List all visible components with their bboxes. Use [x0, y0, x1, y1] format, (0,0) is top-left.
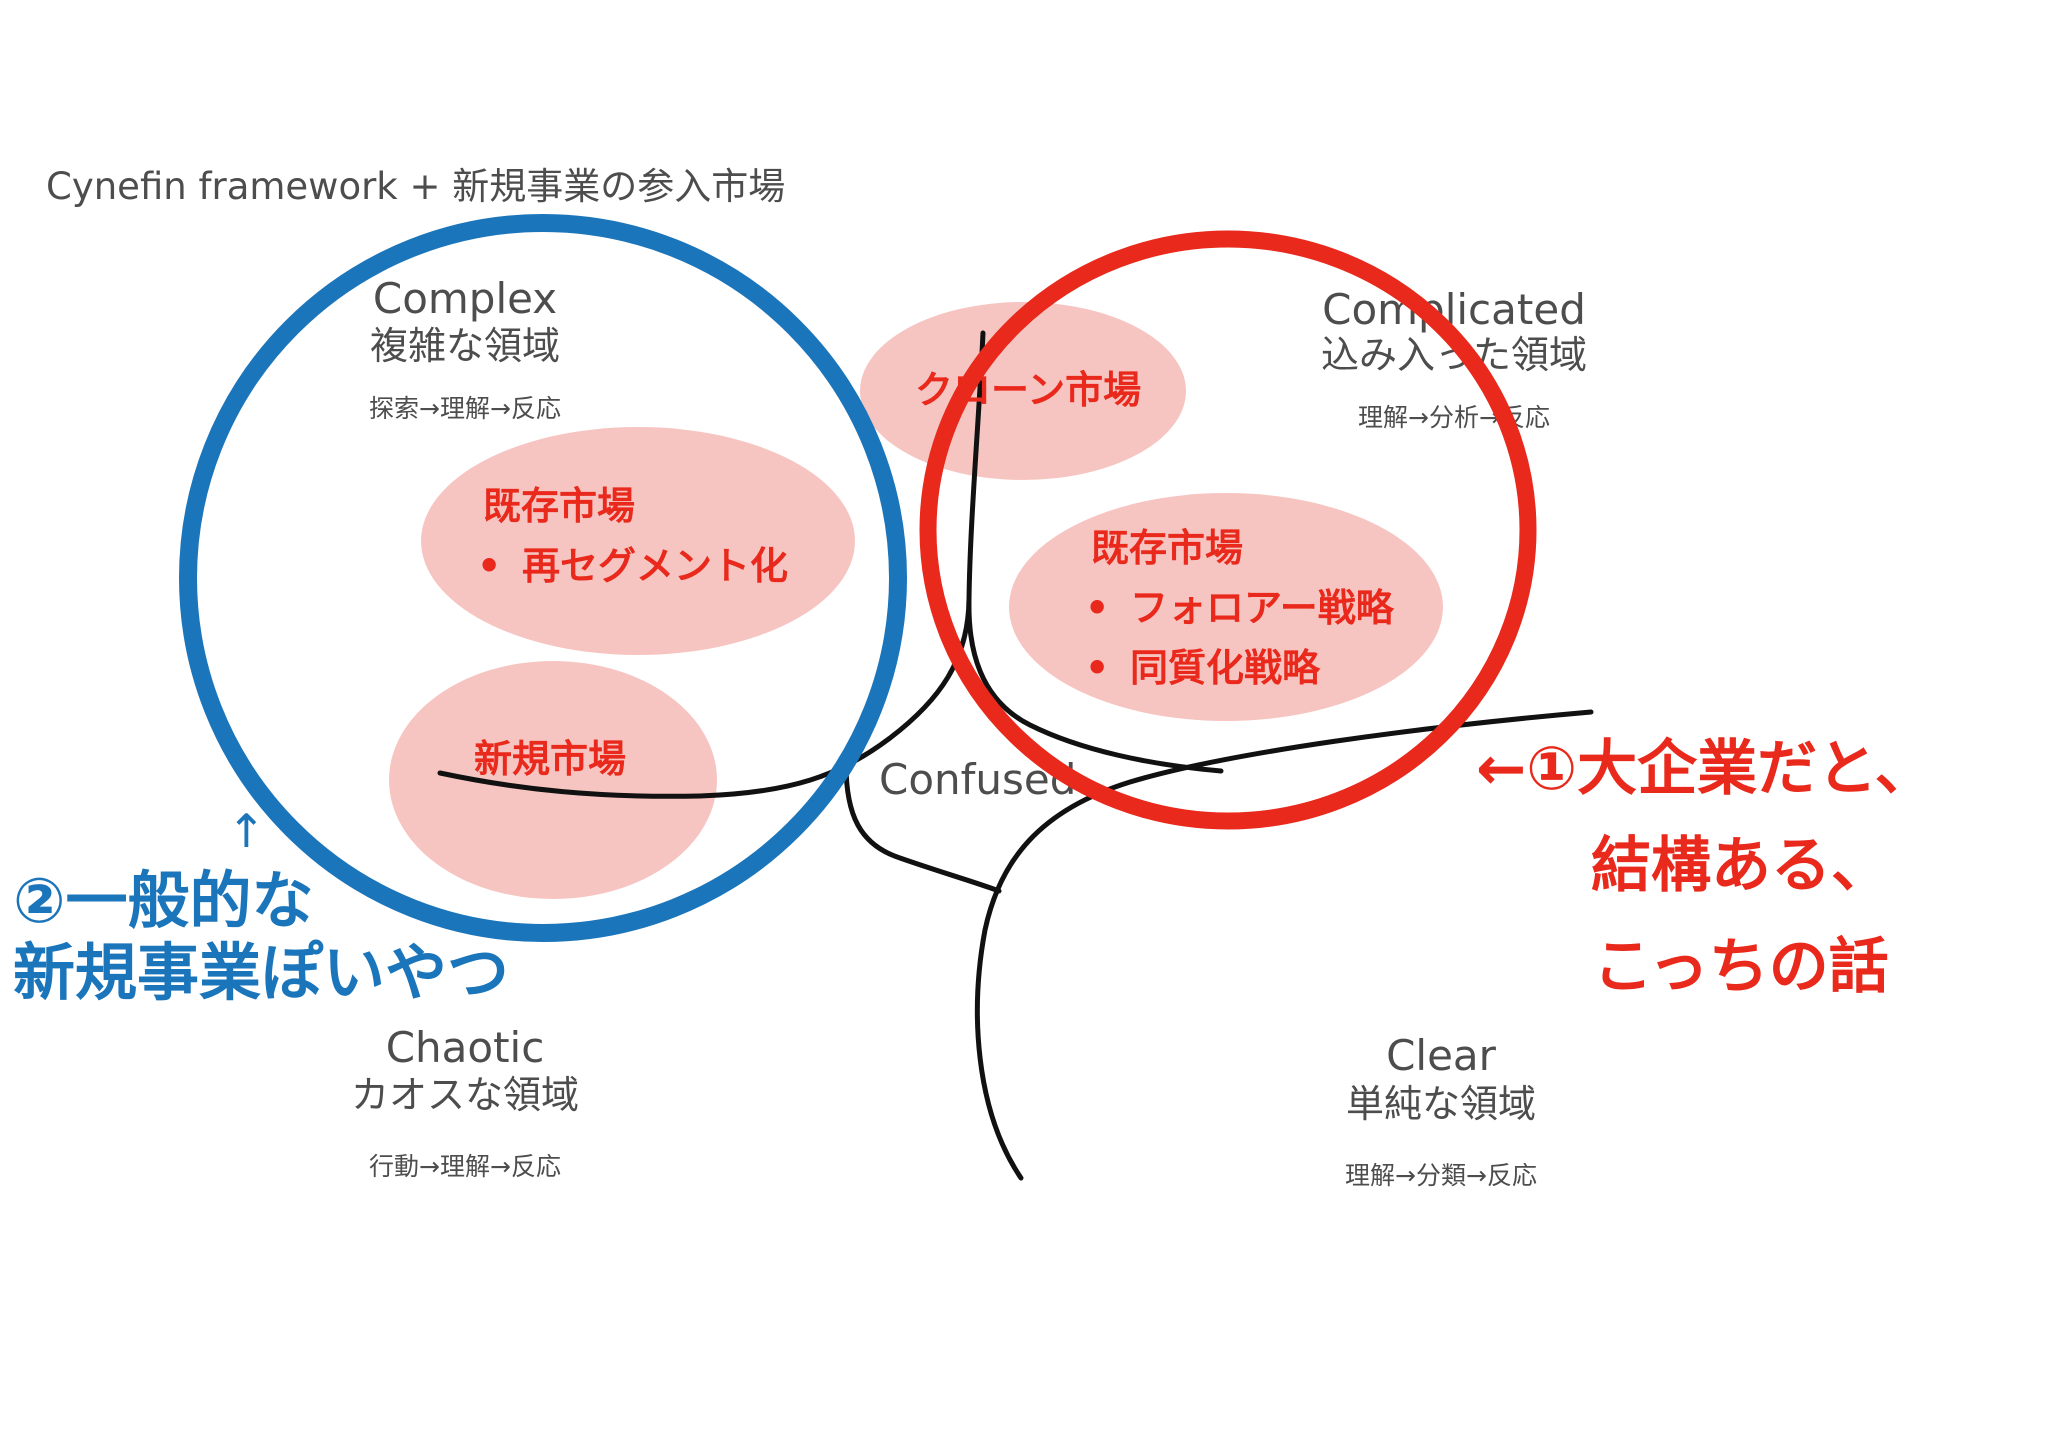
clone-market-title: クローン市場	[915, 368, 1142, 412]
new-market-title: 新規市場	[474, 737, 627, 781]
bullet-icon: •	[1085, 646, 1110, 690]
complex-domain-process: 探索→理解→反応	[369, 394, 561, 423]
large-company-annotation-line: こっちの話	[1593, 932, 1889, 1002]
bullet-icon: •	[1085, 586, 1110, 630]
existing-market-complicated-title: 既存市場	[1091, 526, 1244, 570]
complex-domain-label: 複雑な領域	[369, 324, 560, 368]
bullet-icon: •	[477, 544, 502, 588]
large-company-annotation-line: ←①大企業だと、	[1476, 734, 1935, 804]
complex-domain-name: Complex	[372, 274, 558, 323]
existing-market-complicated-item: 同質化戦略	[1130, 646, 1321, 690]
general-new-business-annotation-line: ②一般的な	[13, 864, 314, 937]
chaotic-domain-label: カオスな領域	[350, 1073, 579, 1117]
large-company-annotation-line: 結構ある、	[1591, 831, 1891, 901]
chaotic-domain-process: 行動→理解→反応	[369, 1152, 561, 1181]
general-new-business-annotation-line: 新規事業ぽいやつ	[13, 936, 510, 1009]
confused-domain-name: Confused	[879, 755, 1077, 804]
complicated-domain-label: 込み入った領域	[1320, 333, 1587, 377]
complicated-domain-process: 理解→分析→反応	[1358, 403, 1550, 432]
clear-domain-process: 理解→分類→反応	[1345, 1161, 1537, 1190]
chaotic-domain-name: Chaotic	[385, 1023, 545, 1072]
page-title: Cynefin framework + 新規事業の参入市場	[46, 165, 786, 208]
existing-market-complex-item: 再セグメント化	[522, 544, 789, 588]
existing-market-complicated-item: フォロアー戦略	[1130, 586, 1394, 630]
clear-domain-name: Clear	[1386, 1031, 1496, 1080]
clear-domain-label: 単純な領域	[1345, 1082, 1536, 1126]
up-arrow-icon: ↑	[227, 804, 266, 858]
existing-market-complex-title: 既存市場	[483, 484, 636, 528]
complicated-domain-name: Complicated	[1322, 285, 1586, 334]
